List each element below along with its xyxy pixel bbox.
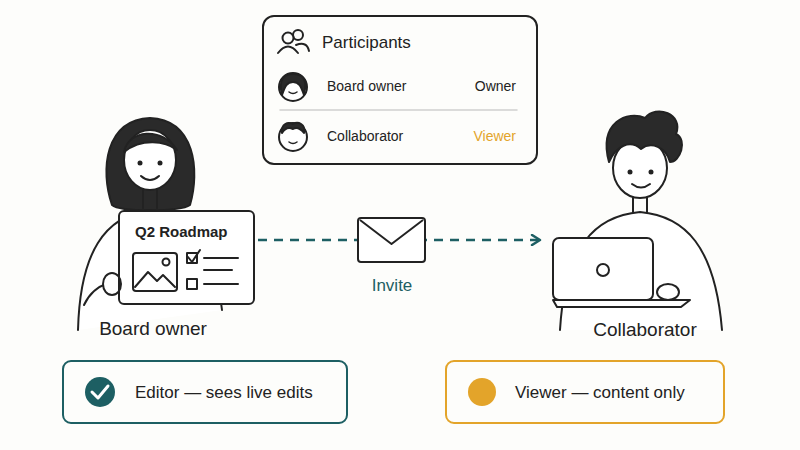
viewer-dot [468, 378, 496, 406]
owner-eye [158, 161, 163, 166]
checklist-line [204, 257, 238, 259]
owner-hair [106, 118, 194, 210]
image-icon [133, 253, 177, 291]
people-icon [296, 44, 309, 51]
collaborator-avatar [289, 142, 297, 144]
check-icon [85, 377, 115, 407]
participant-role: Viewer [440, 128, 516, 145]
roadmap-board: Q2 Roadmap [118, 210, 255, 305]
node-text: Participants [322, 33, 522, 53]
owner-bangs [124, 134, 177, 152]
collaborator-eye [628, 170, 633, 175]
node-text: Board owner [48, 318, 258, 341]
node-text: Editor — sees live edits [135, 383, 347, 403]
check-icon [92, 386, 108, 398]
checklist-line [204, 283, 238, 285]
participant-name: Collaborator [327, 128, 447, 145]
checkbox-icon [187, 279, 197, 289]
laptop-screen [553, 238, 653, 300]
owner-avatar [281, 74, 305, 95]
checkbox-icon [188, 250, 200, 262]
image-icon [135, 272, 175, 287]
collaborator-hand [657, 284, 679, 300]
checklist-line [204, 269, 232, 271]
editor-role-box: Editor — sees live edits [62, 360, 348, 424]
owner-eye [138, 161, 143, 166]
laptop-logo [597, 264, 609, 276]
row-divider [280, 109, 517, 111]
laptop-base [553, 300, 690, 307]
node-text: Viewer — content only [515, 383, 723, 403]
people-icon [283, 33, 294, 44]
collaborator-figure: Collaborator [540, 95, 750, 350]
participant-name: Board owner [327, 78, 447, 95]
envelope-icon [358, 218, 425, 262]
people-icon [293, 30, 303, 40]
collaborator-smile [632, 184, 650, 188]
owner-avatar [289, 92, 297, 94]
participant-role: Owner [440, 78, 516, 95]
board-owner-figure: Board owner Q2 Roadmap [48, 85, 258, 350]
board-fill [118, 210, 255, 305]
collaborator-hair [607, 111, 682, 162]
node-text: Collaborator [540, 319, 750, 342]
owner-smile [141, 176, 159, 180]
collaborator-eye [649, 170, 654, 175]
edge-label: Invite [342, 276, 442, 296]
node-text: Q2 Roadmap [135, 223, 250, 241]
envelope-flap [360, 220, 423, 244]
people-icon [278, 47, 298, 54]
image-icon [163, 259, 170, 266]
owner-avatar [279, 73, 307, 101]
collaborator-avatar [279, 123, 307, 151]
owner-face [124, 130, 176, 190]
collaborator-avatar [282, 123, 304, 133]
viewer-role-box: Viewer — content only [445, 360, 725, 424]
